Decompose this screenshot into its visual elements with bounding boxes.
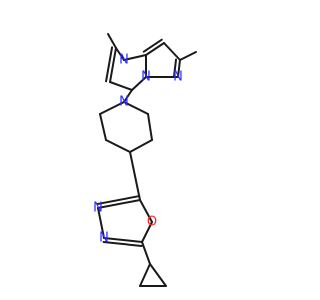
bond-n4-c3a bbox=[123, 54, 147, 61]
bond-nox1-nox2 bbox=[97, 207, 105, 239]
bond-layer bbox=[96, 33, 197, 287]
atom-label-n2: N bbox=[173, 70, 183, 85]
bond-c7-c6 bbox=[109, 81, 133, 91]
bond-p3-ox5 bbox=[129, 151, 141, 201]
bond-ox5-nox1 bbox=[97, 199, 141, 209]
atom-label-layer: N N N N N N O bbox=[93, 53, 183, 246]
bond-npip-p1 bbox=[123, 101, 149, 115]
bond-c3a-c3 bbox=[145, 42, 165, 56]
atom-label-n1: N bbox=[141, 70, 151, 85]
bond-cp2-cp0 bbox=[149, 263, 167, 287]
atom-label-nox1: N bbox=[93, 201, 103, 216]
molecule-structure: N N N N N N O bbox=[93, 33, 197, 287]
atom-label-npip: N bbox=[119, 95, 129, 110]
bond-c5-n4 bbox=[115, 47, 125, 61]
double-bond-c2-n2 bbox=[173, 58, 178, 78]
bond-p3-p4 bbox=[105, 139, 131, 153]
atom-label-nox2: N bbox=[99, 231, 109, 246]
bond-c3-c2 bbox=[163, 42, 181, 61]
atom-label-oox: O bbox=[147, 215, 157, 230]
bond-p1-p2 bbox=[147, 113, 153, 141]
atom-label-n4: N bbox=[119, 53, 129, 68]
bond-p4-p5 bbox=[99, 113, 107, 141]
bond-c2-me2 bbox=[179, 51, 197, 61]
bond-me5a-c5 bbox=[107, 33, 117, 49]
bond-p5-npip bbox=[99, 101, 125, 115]
bond-c2-n2 bbox=[177, 59, 181, 78]
bond-ox4-ox5 bbox=[139, 199, 153, 223]
bond-n1-c7 bbox=[131, 76, 147, 91]
bond-ox3-ox4 bbox=[141, 221, 153, 243]
bond-nox2-ox3 bbox=[103, 237, 143, 243]
bond-c7-npip bbox=[123, 89, 133, 103]
bond-cp0-cp1 bbox=[139, 263, 151, 287]
double-bond-c5-c6 bbox=[105, 46, 114, 83]
double-bond-ox5-nox1 bbox=[96, 195, 141, 206]
bond-ox3-cp0 bbox=[141, 241, 151, 265]
double-bond-nox2-ox3 bbox=[102, 240, 143, 247]
bond-c6-c5 bbox=[109, 47, 117, 83]
bond-p2-p3 bbox=[129, 139, 153, 153]
double-bond-c3-c3a bbox=[142, 38, 163, 53]
